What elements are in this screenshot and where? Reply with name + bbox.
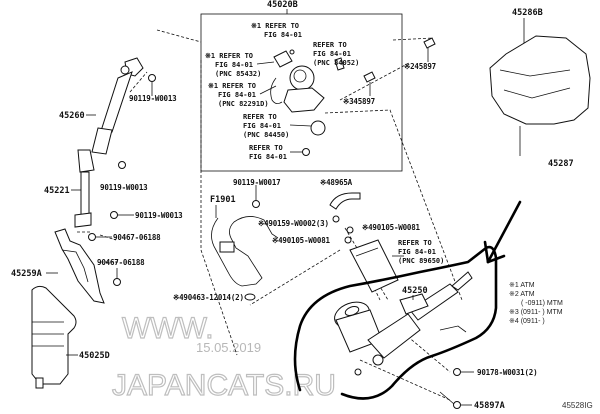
label-90159: ※490159-W0002(3) <box>258 219 329 228</box>
refer-3-line-2: FIG 84-01 <box>313 50 351 58</box>
legend-item-5: ※4 (0911- ) <box>509 318 545 325</box>
legend-item-3: ( -0911) MTM <box>521 300 563 307</box>
label-45025D: 45025D <box>79 351 110 361</box>
ignition-switch-assembly <box>270 49 345 156</box>
label-45897-3: ※345897 <box>343 97 375 106</box>
label-45259A: 45259A <box>11 269 42 279</box>
label-90467-b: 90467-06188 <box>97 258 145 267</box>
legend-item-2: ※2 ATM <box>509 291 535 298</box>
part-45250-column <box>334 271 473 376</box>
refer-6-line-2: FIG 84-01 <box>249 153 287 161</box>
label-90119-W0017: 90119-W0017 <box>233 178 280 187</box>
part-48965A <box>329 192 361 210</box>
refer-3-line-1: REFER TO <box>313 41 347 49</box>
part-labels: 45260 90119-W0013 45221 90119-W0013 9011… <box>11 8 593 411</box>
bolt-45897A <box>439 391 472 409</box>
label-45020B: 45020B <box>267 0 298 10</box>
nut-90467-a <box>88 233 96 241</box>
bolt-90119-W0017 <box>252 185 260 208</box>
refer-7-line-1: REFER TO <box>398 239 432 247</box>
label-48965A: ※48965A <box>320 178 353 187</box>
part-45286B <box>489 18 591 125</box>
nut-90467-b <box>113 268 121 286</box>
legend-item-4: ※3 (0911- ) MTM <box>509 309 563 316</box>
bolts-90105 <box>332 215 354 244</box>
refer-3-line-3: (PNC 84052) <box>313 59 359 67</box>
refer-2-line-3: (PNC 85432) <box>215 70 261 78</box>
refer-2-line-2: FIG 84-01 <box>215 61 253 69</box>
hand-drawn-marker <box>293 200 522 400</box>
bolt-90119-b <box>118 161 126 169</box>
bolt-90119-c <box>110 211 118 219</box>
refer-7-line-3: (PNC 89650) <box>398 257 444 265</box>
nut-90178 <box>453 368 474 376</box>
refer-1-line-2: FIG 84-01 <box>264 31 302 39</box>
refer-notes: ※1 REFER TO FIG 84-01 ※1 REFER TO FIG 84… <box>205 22 444 265</box>
label-90119-b: 90119-W0013 <box>100 183 148 192</box>
figure-code: 45528IG <box>562 401 593 410</box>
label-90178: 90178-W0031(2) <box>477 368 537 377</box>
label-45260: 45260 <box>59 111 85 121</box>
watermark-prefix: WWW. <box>122 312 214 345</box>
part-45260-shaft <box>91 57 144 155</box>
refer-5-line-1: REFER TO <box>243 113 277 121</box>
refer-1-line-1: ※1 REFER TO <box>251 22 299 30</box>
refer-4-line-2: FIG 84-01 <box>218 91 256 99</box>
refer-5-line-2: FIG 84-01 <box>243 122 281 130</box>
legend: ※1 ATM ※2 ATM ( -0911) MTM ※3 (0911- ) M… <box>509 282 563 325</box>
part-45025D <box>31 285 77 389</box>
refer-6-line-1: REFER TO <box>249 144 283 152</box>
label-45286B: 45286B <box>512 8 543 18</box>
bolt-45897-2 <box>423 37 436 62</box>
clip-90463 <box>244 293 256 301</box>
label-45250: 45250 <box>402 286 428 296</box>
part-45259A <box>54 228 105 304</box>
watermark-text: JAPANCATS.RU <box>112 369 336 402</box>
bolt-45897-3 <box>363 71 376 96</box>
label-90105-b: ※490105-W0081 <box>272 236 331 245</box>
refer-2-line-1: ※1 REFER TO <box>205 52 253 60</box>
refer-7-line-2: FIG 84-01 <box>398 248 436 256</box>
refer-5-line-3: (PNC 84450) <box>243 131 289 139</box>
refer-4-line-3: (PNC 82291D) <box>218 100 269 108</box>
label-90119-c: 90119-W0013 <box>135 211 183 220</box>
label-90467-a: 90467-06188 <box>113 233 161 242</box>
part-45221 <box>74 149 95 228</box>
label-90119-a: 90119-W0013 <box>129 94 177 103</box>
label-45897-2: ※245897 <box>404 62 436 71</box>
watermark: WWW. JAPANCATS.RU 15.05.2019 <box>111 311 336 402</box>
date-stamp: 15.05.2019 <box>196 340 261 355</box>
label-45897A: 45897A <box>474 401 505 411</box>
label-45221: 45221 <box>44 186 70 196</box>
label-45287: 45287 <box>548 159 574 169</box>
label-90105-a: ※490105-W0081 <box>362 223 421 232</box>
label-F1901: F1901 <box>210 195 236 205</box>
refer-4-line-1: ※1 REFER TO <box>208 82 256 90</box>
label-90463: ※490463-12014(2) <box>173 293 244 302</box>
legend-item-1: ※1 ATM <box>509 282 535 289</box>
part-F1901 <box>211 205 279 287</box>
bolt-90119-a <box>148 74 156 96</box>
